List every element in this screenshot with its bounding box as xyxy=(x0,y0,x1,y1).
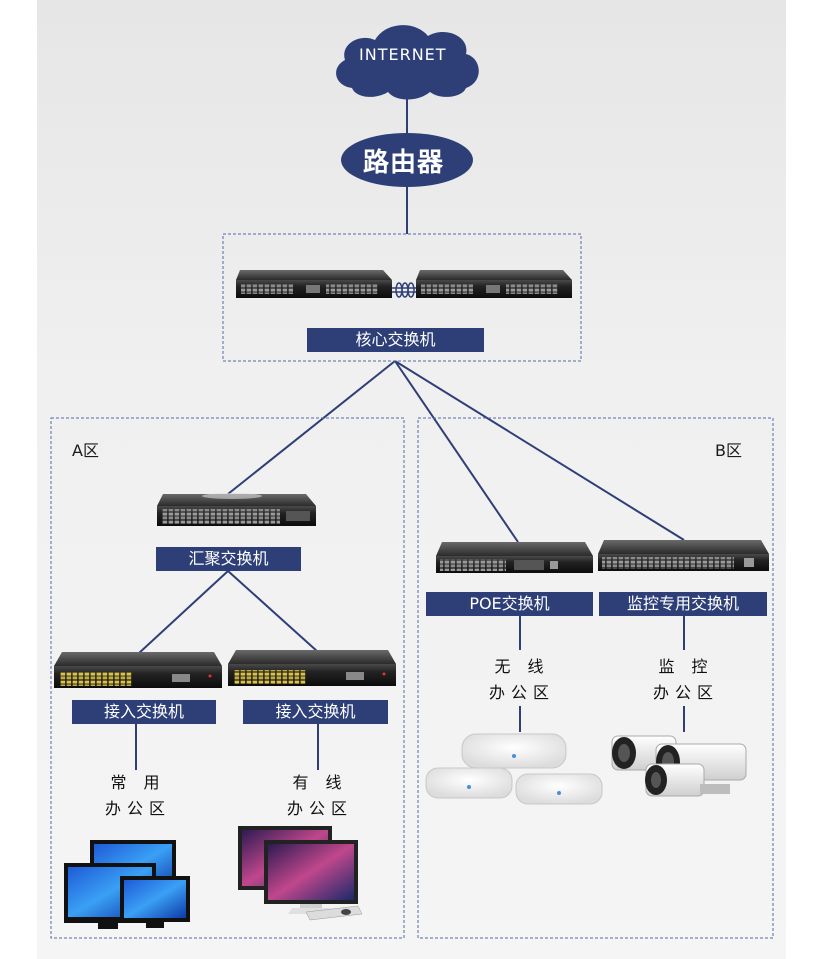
poe-switch-label: POE交换机 xyxy=(426,592,593,616)
wireless-office-label: 无 线 办公区 xyxy=(488,657,555,702)
core-zone-border xyxy=(222,233,582,362)
zone-b-title: B区 xyxy=(715,441,742,460)
router-label: 路由器 xyxy=(363,148,445,178)
connection-lines xyxy=(135,96,685,770)
link-core-aggregation xyxy=(227,360,396,495)
aggregation-switch-icon xyxy=(157,493,316,526)
zone-b-border xyxy=(417,417,774,939)
zone-a-title: A区 xyxy=(72,441,99,460)
link-core-monitor-switch xyxy=(394,360,685,541)
common-office-label: 常 用 办公区 xyxy=(104,773,171,818)
core-switch-left xyxy=(236,270,392,298)
core-switch-right xyxy=(416,270,572,298)
all-in-one-pc-icon xyxy=(238,826,363,921)
access-point-icon xyxy=(425,733,603,805)
security-camera-icon xyxy=(611,735,747,797)
link-core-poe xyxy=(394,360,519,543)
access-switch-2-icon xyxy=(228,650,396,686)
poe-switch-icon xyxy=(436,542,593,573)
link-aggregation-access2 xyxy=(227,570,319,653)
access-switch-1-label: 接入交换机 xyxy=(72,700,216,724)
wired-office-label: 有 线 办公区 xyxy=(286,773,353,818)
router-icon xyxy=(341,133,473,187)
link-aggregation-access1 xyxy=(137,570,229,655)
access-switch-1-icon xyxy=(54,652,222,688)
monitoring-office-label: 监 控 办公区 xyxy=(652,657,719,702)
internet-label: INTERNET xyxy=(359,45,447,64)
access-switch-2-label: 接入交换机 xyxy=(243,700,388,724)
monitor-icon xyxy=(64,840,190,929)
stack-cable-icon xyxy=(392,282,416,298)
monitoring-switch-icon xyxy=(598,540,769,571)
monitoring-switch-label: 监控专用交换机 xyxy=(599,592,767,616)
core-switch-label: 核心交换机 xyxy=(307,328,484,352)
aggregation-switch-label: 汇聚交换机 xyxy=(156,547,301,571)
zone-a-border xyxy=(50,417,405,939)
cloud-icon xyxy=(336,25,479,100)
